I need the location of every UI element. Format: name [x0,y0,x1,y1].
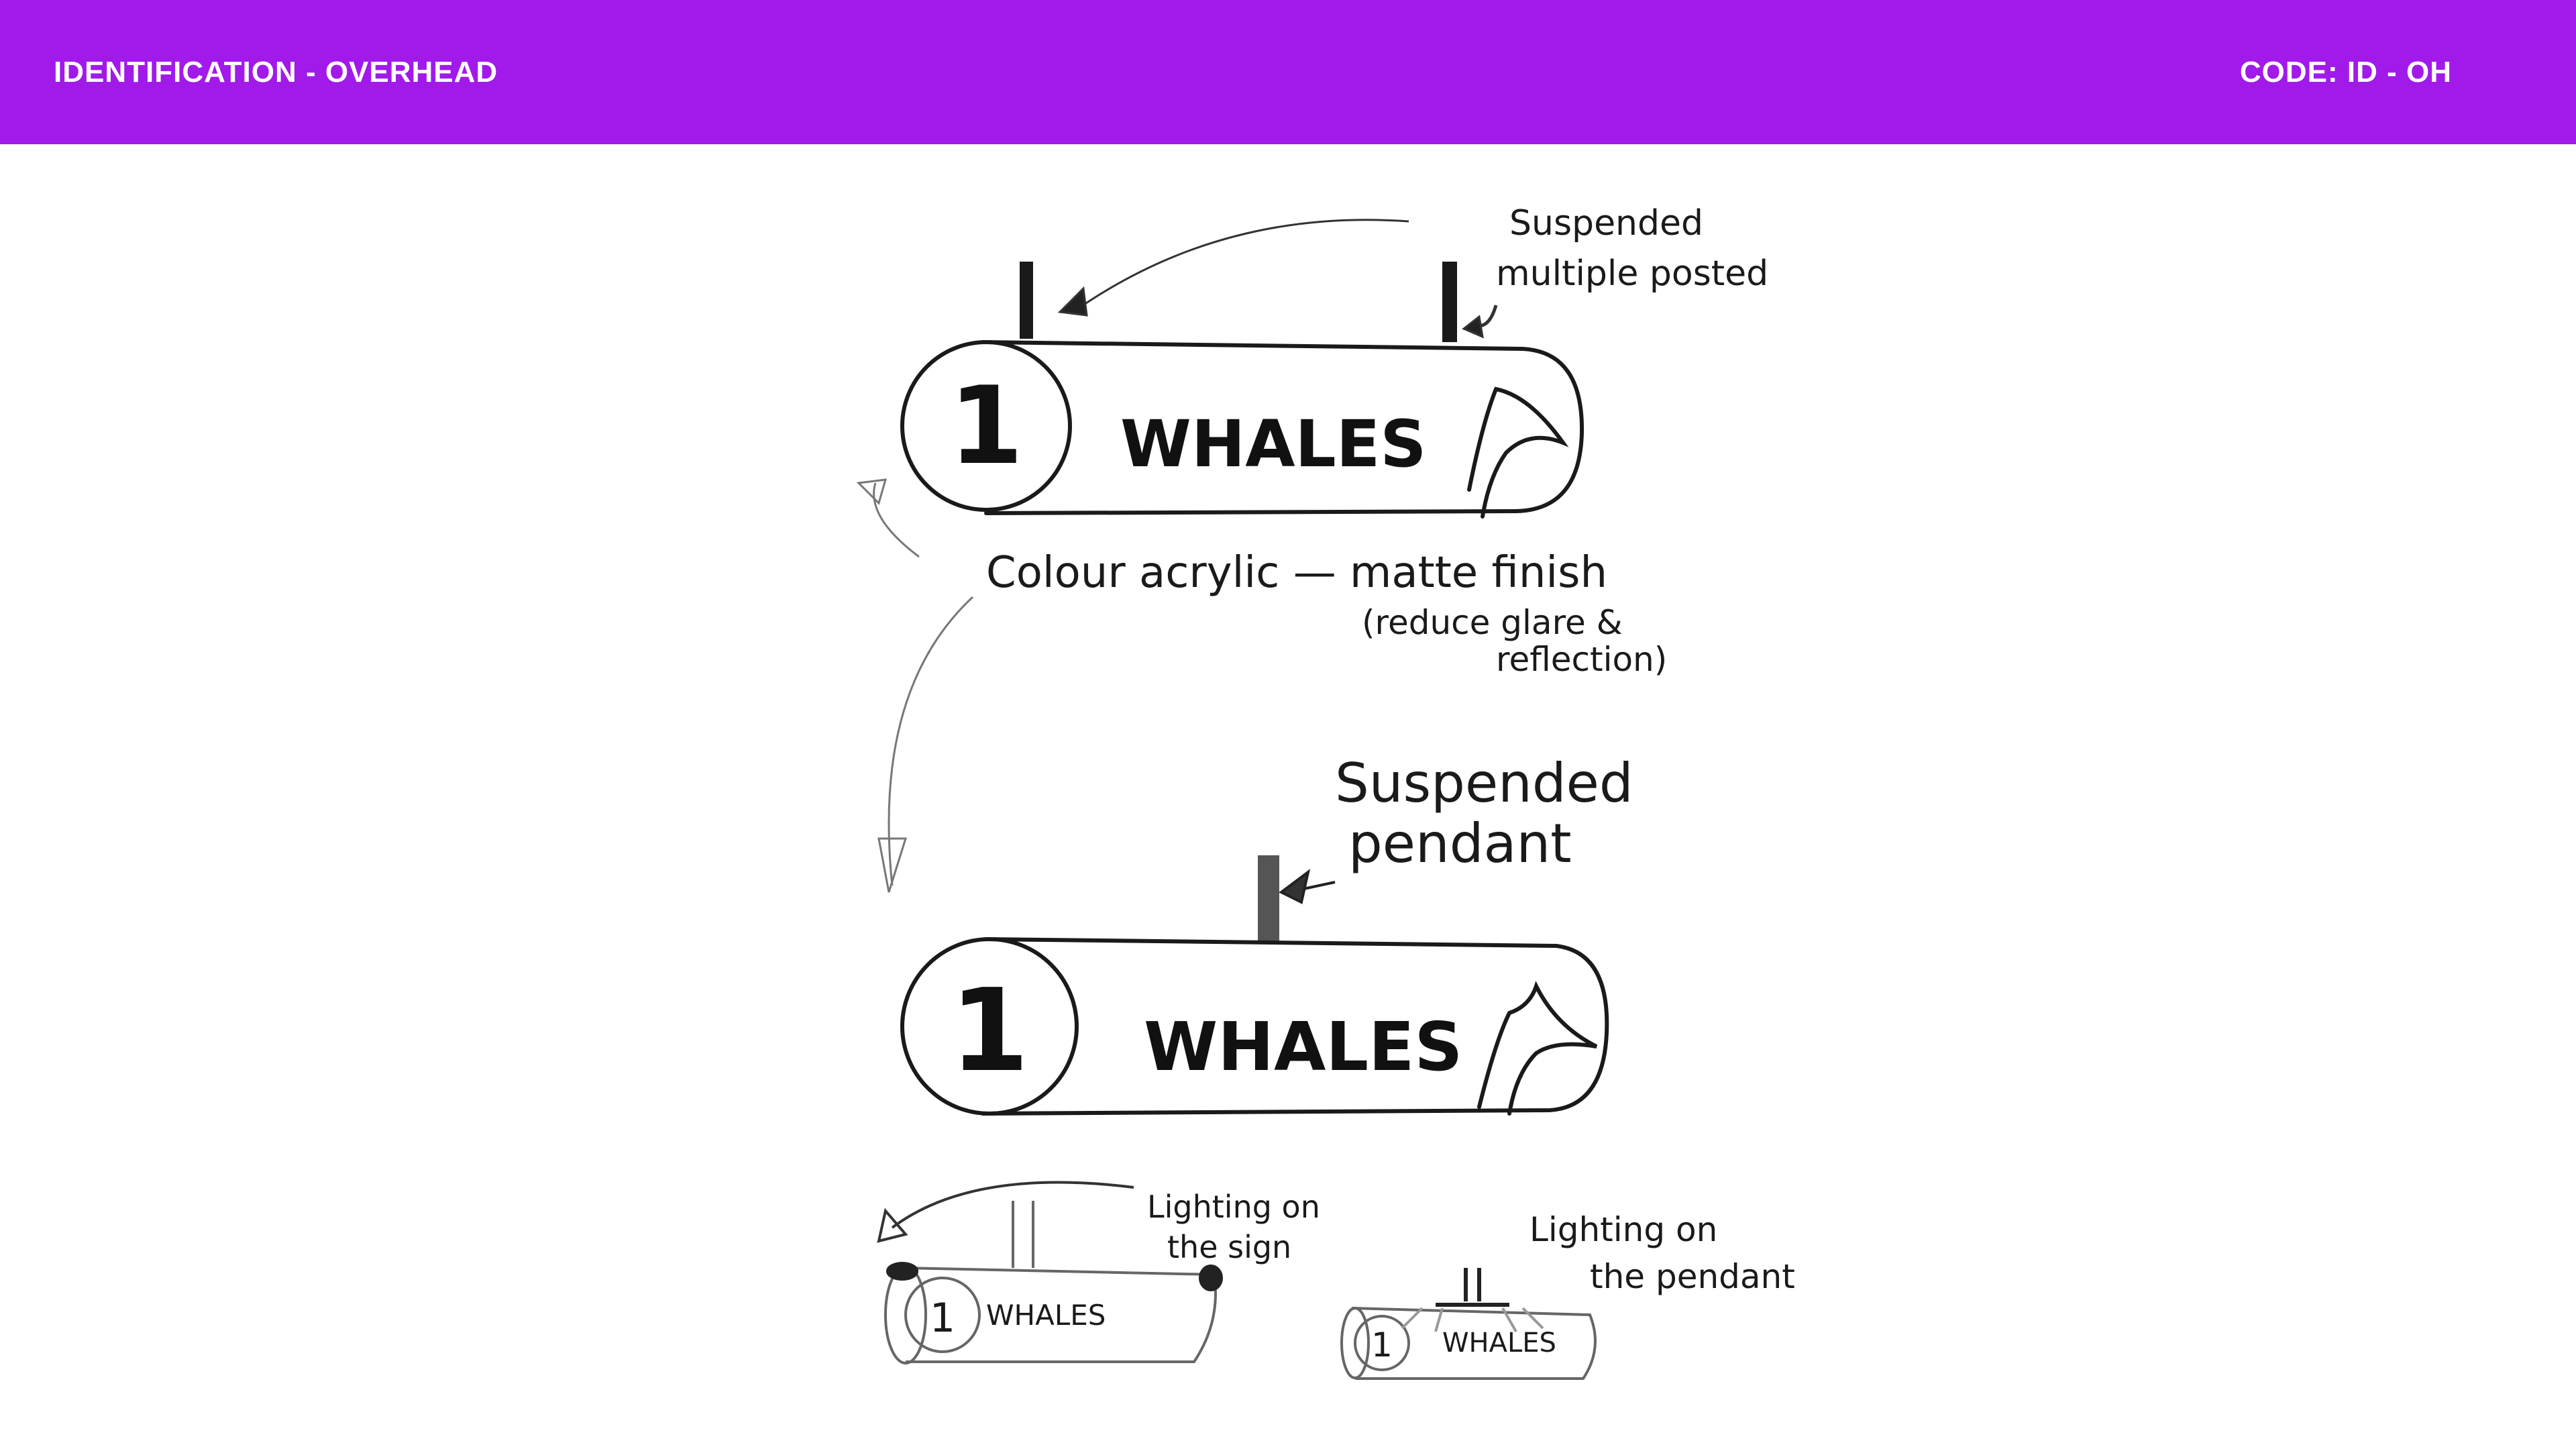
sign-body-outline [981,340,1585,515]
sign-pendant [900,855,1609,1116]
pendant-lighting-small [1340,1268,1597,1380]
sketch-canvas: 1 WHALES Suspended multiple posted Colou… [856,203,1795,1380]
pendant-body-outline [981,937,1609,1116]
note-pendant-1: Suspended [1335,752,1633,814]
page-title: IDENTIFICATION - OVERHEAD [54,56,498,89]
header-bar: IDENTIFICATION - OVERHEAD CODE: ID - OH [0,0,2576,144]
page-code: CODE: ID - OH [2239,56,2452,89]
post-right [1442,262,1457,342]
note-lighting-sign-2: the sign [1167,1229,1291,1265]
note-lighting-sign-1: Lighting on [1147,1189,1320,1225]
pendant-sign-label: WHALES [1144,1008,1462,1086]
note-pendant-2: pendant [1348,812,1572,875]
arrow-pendant [1279,869,1336,904]
sign-multiple-posted [900,262,1585,519]
sign-number-circle [900,340,1072,512]
note-lighting-pendant-2: the pendant [1590,1257,1795,1296]
note-material-detail-2: reflection) [1496,640,1667,679]
small-sign-number: 1 [930,1295,955,1342]
whale-tail-icon [1467,386,1569,519]
arrow-left-curve [856,478,974,893]
note-lighting-pendant-1: Lighting on [1529,1210,1717,1249]
small-pendant-number: 1 [1371,1326,1393,1364]
sign-lighting-small [877,1181,1223,1364]
note-material: Colour acrylic — matte finish [986,548,1607,598]
pendant-sign-number: 1 [950,965,1029,1097]
small-sign-label: WHALES [986,1299,1106,1332]
note-multiple-posted: multiple posted [1496,254,1768,294]
pendant-whale-tail-icon [1477,981,1598,1116]
note-material-detail-1: (reduce glare & [1362,603,1623,642]
small-pendant-label: WHALES [1442,1328,1556,1358]
note-suspended: Suspended [1509,203,1703,244]
sign-number: 1 [949,363,1023,488]
arrow-posts [1057,219,1498,339]
pendant-post [1258,855,1279,943]
post-left [1020,262,1033,339]
pendant-number-circle [900,937,1079,1116]
sketch-illustration: 1 WHALES Suspended multiple posted Colou… [818,168,1795,1395]
sign-label: WHALES [1120,407,1426,482]
